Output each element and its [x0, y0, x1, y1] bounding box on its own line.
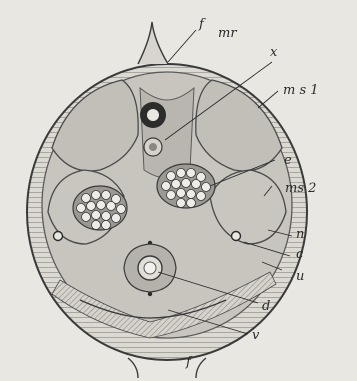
label-ms2: ms 2 [285, 181, 316, 196]
gonad-right [157, 164, 215, 208]
gonad-left [73, 186, 127, 230]
neural-canal-core [149, 143, 157, 151]
label-mr: mr [218, 26, 237, 41]
label-v: v [252, 328, 260, 343]
dorsal-fin [138, 22, 168, 64]
label-c: c [296, 247, 304, 262]
gut-lumen [144, 262, 156, 274]
label-f-top: f [198, 17, 206, 32]
label-n: n [296, 227, 304, 242]
side-vessel-right [232, 232, 241, 241]
label-u: u [296, 269, 304, 284]
dorsal-tube-lumen [147, 109, 159, 121]
label-x: x [270, 45, 278, 60]
label-d: d [262, 299, 270, 314]
label-ms1: m s 1 [283, 83, 319, 98]
label-e: e [284, 153, 292, 168]
side-vessel-left [54, 232, 63, 241]
